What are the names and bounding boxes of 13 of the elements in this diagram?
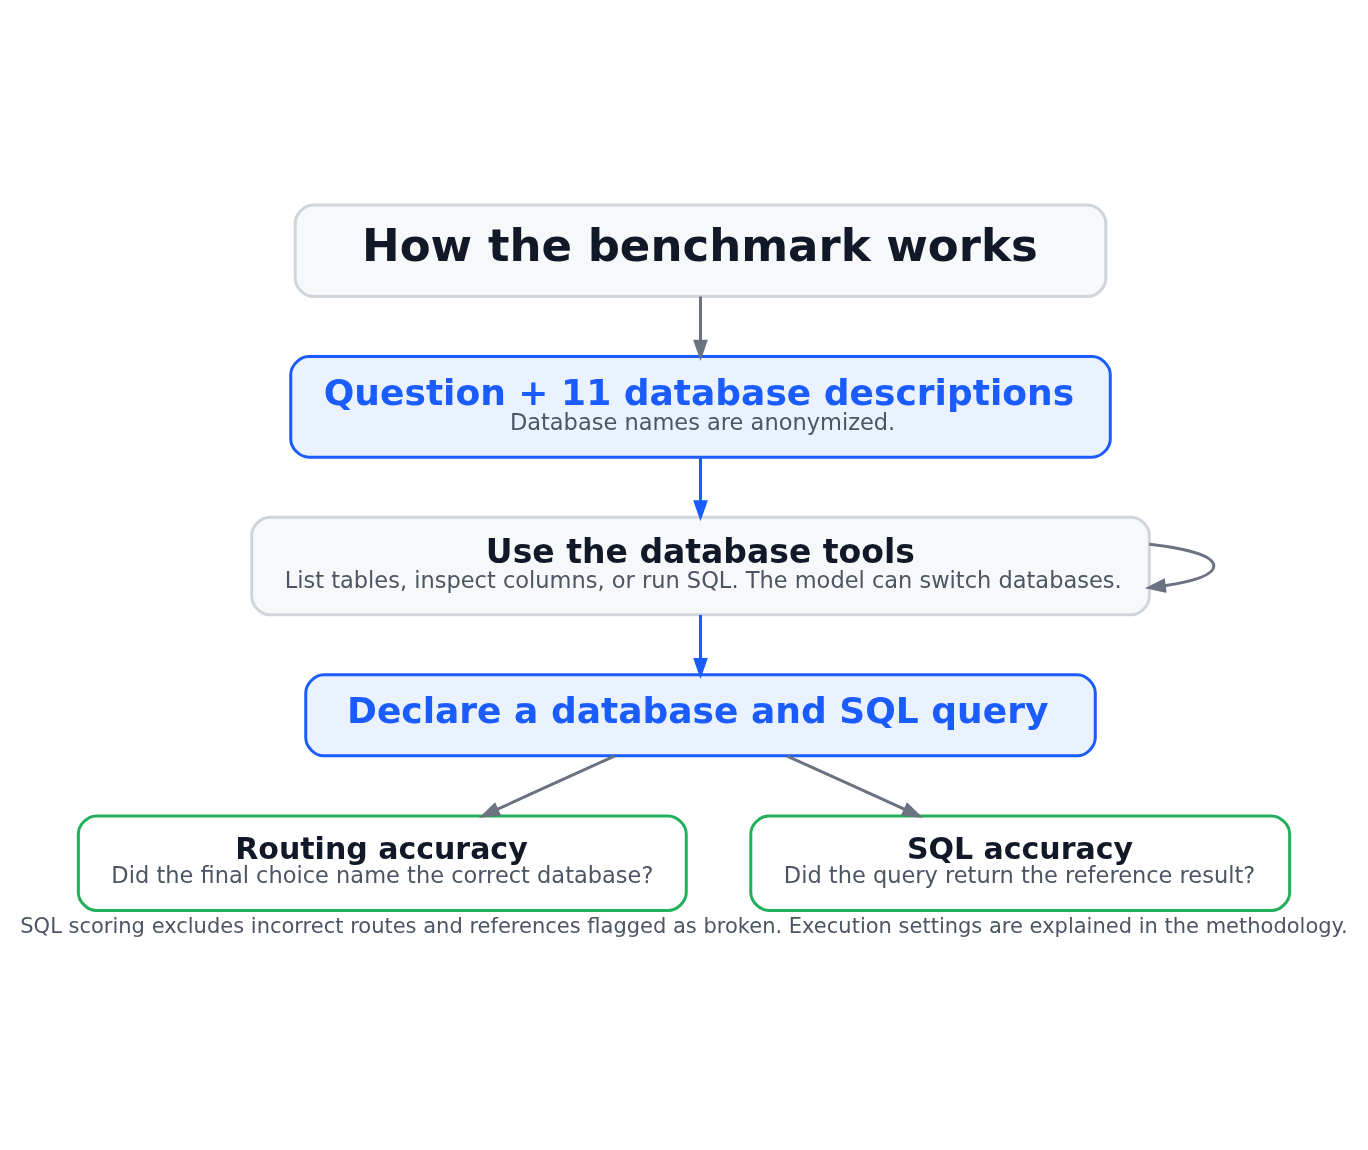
node-box: SQL accuracy Did the query return the reference result? <box>749 814 1292 912</box>
arrow <box>693 296 708 361</box>
arrow <box>786 754 924 818</box>
caption: SQL scoring excludes incorrect routes and references flagged as broken. Execution settings are explained in the methodology. <box>20 913 1348 939</box>
arrow <box>479 754 616 818</box>
arrow <box>693 615 708 679</box>
node-box: Question + 11 database descriptions Database names are anonymized. <box>289 355 1112 459</box>
node-box: Routing accuracy Did the final choice name the correct database? <box>76 814 688 912</box>
arrow <box>693 457 708 522</box>
node-box: How the benchmark works <box>293 203 1108 299</box>
arrow <box>1144 542 1216 593</box>
node-box: Use the database tools List tables, inspect columns, or run SQL. The model can switch databases. <box>250 515 1151 617</box>
node-box: Declare a database and SQL query <box>304 673 1097 758</box>
